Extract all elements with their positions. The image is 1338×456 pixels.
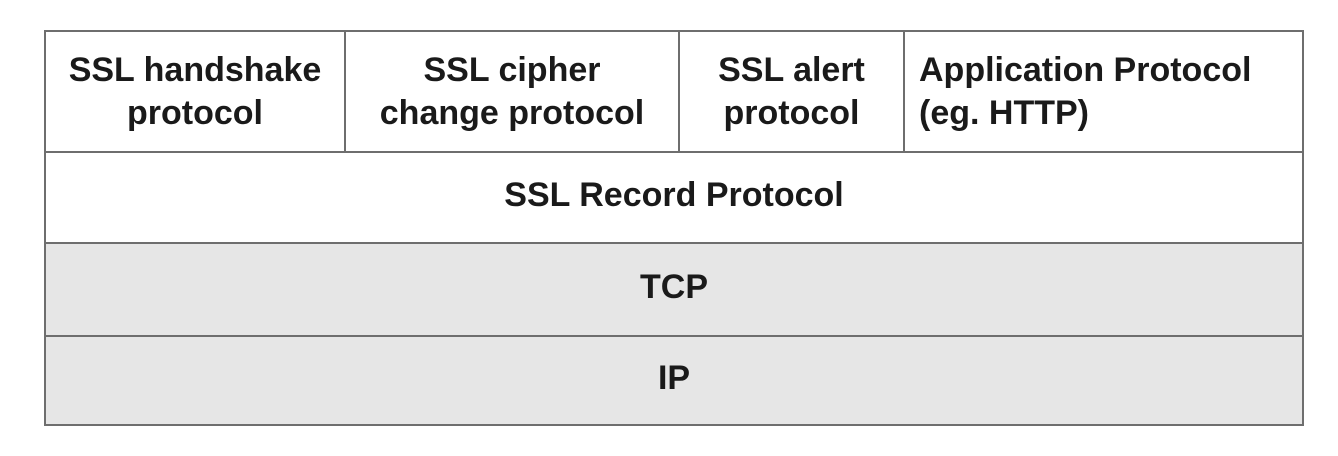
ip-box: IP: [657, 359, 691, 397]
record-layer-row: SSL Record Protocol: [46, 153, 1302, 244]
network-layer-row: IP: [46, 337, 1302, 424]
ssl-cipher-change-protocol-box: SSL cipher change protocol: [346, 32, 680, 151]
ssl-record-protocol-box: SSL Record Protocol: [504, 176, 844, 214]
ssl-alert-protocol-box: SSL alert protocol: [680, 32, 905, 151]
application-layer-row: SSL handshake protocol SSL cipher change…: [46, 32, 1302, 153]
transport-layer-row: TCP: [46, 244, 1302, 337]
application-protocol-box: Application Protocol (eg. HTTP): [919, 50, 1252, 132]
protocol-stack-diagram: SSL handshake protocol SSL cipher change…: [44, 30, 1304, 426]
ssl-handshake-protocol-box: SSL handshake protocol: [46, 32, 346, 151]
tcp-box: TCP: [640, 268, 708, 306]
